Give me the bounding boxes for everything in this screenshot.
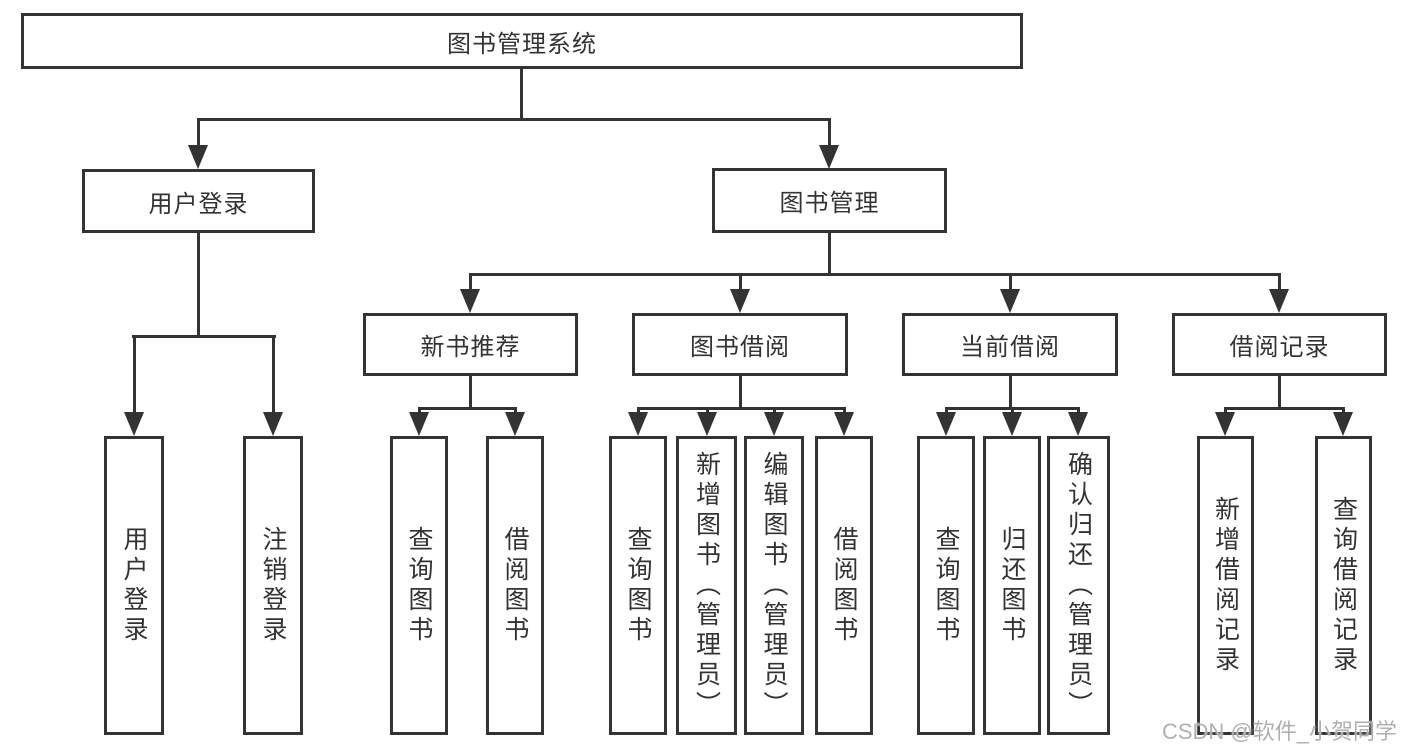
node-borrow-record-label: 借阅记录 xyxy=(1229,334,1330,361)
connector-arrowhead xyxy=(1068,412,1088,436)
connector-vline xyxy=(739,376,742,410)
leaf-logout: 注销登录 xyxy=(243,436,303,735)
leaf-query-borrow-record-label: 查询借阅记录 xyxy=(1329,495,1358,676)
leaf-add-book-admin: 新增图书（管理员） xyxy=(676,436,737,735)
leaf-query-book-borrow-label: 查询图书 xyxy=(624,525,652,646)
connector-arrowhead xyxy=(936,412,956,436)
connector-arrowhead xyxy=(460,289,480,313)
leaf-edit-book-admin: 编辑图书（管理员） xyxy=(744,436,804,735)
connector-vline xyxy=(1278,376,1281,410)
connector-vline xyxy=(843,407,846,415)
node-current-borrow-label: 当前借阅 xyxy=(960,334,1060,361)
connector-vline xyxy=(469,376,472,410)
connector-arrowhead xyxy=(834,412,854,436)
connector-vline xyxy=(1278,273,1281,292)
leaf-borrow-book-recommend-label: 借阅图书 xyxy=(501,525,529,646)
leaf-query-book-borrow: 查询图书 xyxy=(609,436,667,735)
connector-hline xyxy=(469,273,1281,276)
connector-arrowhead xyxy=(1215,412,1235,436)
leaf-confirm-return-admin: 确认归还（管理员） xyxy=(1047,436,1110,735)
leaf-logout-label: 注销登录 xyxy=(259,525,287,646)
connector-arrowhead xyxy=(819,145,839,169)
connector-vline xyxy=(1009,376,1012,410)
connector-vline xyxy=(739,273,742,292)
connector-vline xyxy=(520,69,523,118)
connector-hline xyxy=(418,407,517,410)
leaf-confirm-return-admin-label: 确认归还（管理员） xyxy=(1064,450,1093,721)
connector-arrowhead xyxy=(1269,289,1289,313)
connector-arrowhead xyxy=(263,412,283,436)
connector-vline xyxy=(1077,407,1080,415)
connector-vline xyxy=(514,407,517,415)
connector-vline xyxy=(469,273,472,292)
connector-vline xyxy=(706,407,709,415)
connector-arrowhead xyxy=(764,412,784,436)
connector-vline xyxy=(637,407,640,415)
connector-vline xyxy=(1009,273,1012,292)
connector-arrowhead xyxy=(1000,289,1020,313)
leaf-query-book-current-label: 查询图书 xyxy=(932,525,960,646)
node-book-management: 图书管理 xyxy=(712,168,947,233)
connector-vline xyxy=(828,118,831,146)
connector-vline xyxy=(1342,407,1345,415)
node-root: 图书管理系统 xyxy=(21,13,1023,69)
connector-vline xyxy=(828,233,831,276)
leaf-return-book-label: 归还图书 xyxy=(998,525,1026,646)
connector-hline xyxy=(637,407,846,410)
connector-vline xyxy=(272,335,275,412)
leaf-add-borrow-record-label: 新增借阅记录 xyxy=(1211,495,1240,676)
connector-arrowhead xyxy=(124,412,144,436)
leaf-add-book-admin-label: 新增图书（管理员） xyxy=(692,450,721,721)
connector-arrowhead xyxy=(730,289,750,313)
connector-arrowhead xyxy=(1333,412,1353,436)
leaf-user-login: 用户登录 xyxy=(104,436,164,735)
leaf-borrow-book-recommend: 借阅图书 xyxy=(486,436,544,735)
leaf-query-borrow-record: 查询借阅记录 xyxy=(1315,436,1372,735)
leaf-query-book-recommend: 查询图书 xyxy=(390,436,448,735)
leaf-borrow-book-label: 借阅图书 xyxy=(830,525,858,646)
connector-arrowhead xyxy=(505,412,525,436)
connector-hline xyxy=(132,335,276,338)
connector-hline xyxy=(1224,407,1345,410)
node-book-borrow-label: 图书借阅 xyxy=(690,334,790,361)
csdn-watermark: CSDN @软件_小贺同学 xyxy=(1161,719,1397,744)
leaf-return-book: 归还图书 xyxy=(983,436,1041,735)
connector-vline xyxy=(1224,407,1227,415)
node-current-borrow: 当前借阅 xyxy=(902,313,1118,376)
node-borrow-record: 借阅记录 xyxy=(1172,313,1387,376)
connector-vline xyxy=(945,407,948,415)
leaf-borrow-book: 借阅图书 xyxy=(815,436,873,735)
connector-vline xyxy=(418,407,421,415)
leaf-add-borrow-record: 新增借阅记录 xyxy=(1197,436,1254,735)
leaf-user-login-label: 用户登录 xyxy=(120,525,148,646)
connector-arrowhead xyxy=(628,412,648,436)
leaf-query-book-current: 查询图书 xyxy=(917,436,975,735)
node-user-login-label: 用户登录 xyxy=(148,190,249,218)
node-root-label: 图书管理系统 xyxy=(447,30,597,58)
node-book-management-label: 图书管理 xyxy=(779,190,880,217)
node-new-book-recommend: 新书推荐 xyxy=(363,313,578,376)
connector-arrowhead xyxy=(409,412,429,436)
connector-vline xyxy=(1011,407,1014,415)
node-book-borrow: 图书借阅 xyxy=(632,313,848,376)
node-new-book-recommend-label: 新书推荐 xyxy=(420,334,521,361)
leaf-edit-book-admin-label: 编辑图书（管理员） xyxy=(760,450,788,721)
connector-arrowhead xyxy=(697,412,717,436)
connector-vline xyxy=(133,335,136,412)
connector-arrowhead xyxy=(188,145,208,169)
node-user-login: 用户登录 xyxy=(82,169,315,233)
connector-vline xyxy=(773,407,776,415)
leaf-query-book-recommend-label: 查询图书 xyxy=(405,525,433,646)
connector-vline xyxy=(197,233,200,338)
connector-hline xyxy=(197,118,831,121)
connector-vline xyxy=(197,118,200,146)
connector-arrowhead xyxy=(1002,412,1022,436)
